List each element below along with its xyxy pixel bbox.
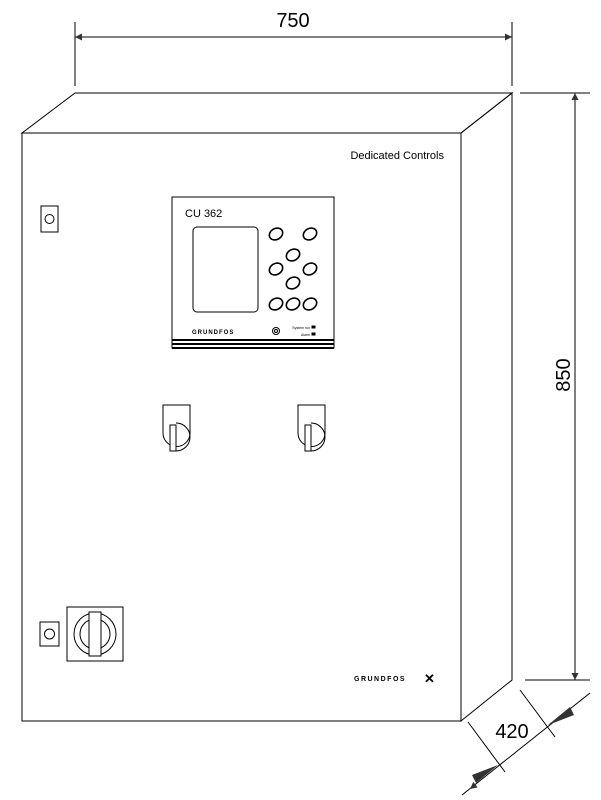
cabinet-label: Dedicated Controls	[350, 150, 444, 162]
button-down-icon[interactable]	[284, 275, 302, 292]
button-up-icon[interactable]	[284, 247, 302, 264]
cu362-controller	[171, 196, 335, 349]
cabinet-side	[460, 91, 513, 723]
controller-model: CU 362	[185, 208, 222, 220]
led-label-alarm: Alarm	[301, 333, 310, 337]
height-label: 850	[553, 358, 575, 391]
service-port-icon	[272, 327, 280, 335]
width-dimension	[74, 22, 513, 86]
led-label-run: System run	[292, 326, 310, 330]
controller-logo: GRUNDFOS	[192, 330, 234, 336]
display-screen	[192, 226, 259, 313]
cabinet-top	[20, 92, 514, 134]
selector-switch-2[interactable]	[297, 404, 326, 452]
door-lock-top[interactable]	[40, 205, 59, 233]
selector-switch-1[interactable]	[162, 404, 191, 452]
depth-label: 420	[495, 721, 528, 743]
height-dimension	[520, 92, 590, 681]
cabinet-logo: GRUNDFOS	[354, 676, 406, 683]
button-right-icon[interactable]	[301, 261, 319, 278]
logo-x-icon: ✕	[424, 671, 435, 686]
button-icon[interactable]	[301, 226, 319, 243]
button-left-icon[interactable]	[267, 261, 285, 278]
main-isolator-switch[interactable]	[66, 606, 124, 662]
button-icon[interactable]	[301, 296, 319, 313]
button-icon[interactable]	[284, 296, 302, 313]
door-lock-bottom[interactable]	[39, 621, 60, 647]
button-icon[interactable]	[267, 226, 285, 243]
width-label: 750	[276, 10, 309, 32]
cabinet-front	[21, 132, 462, 722]
button-icon[interactable]	[267, 296, 285, 313]
